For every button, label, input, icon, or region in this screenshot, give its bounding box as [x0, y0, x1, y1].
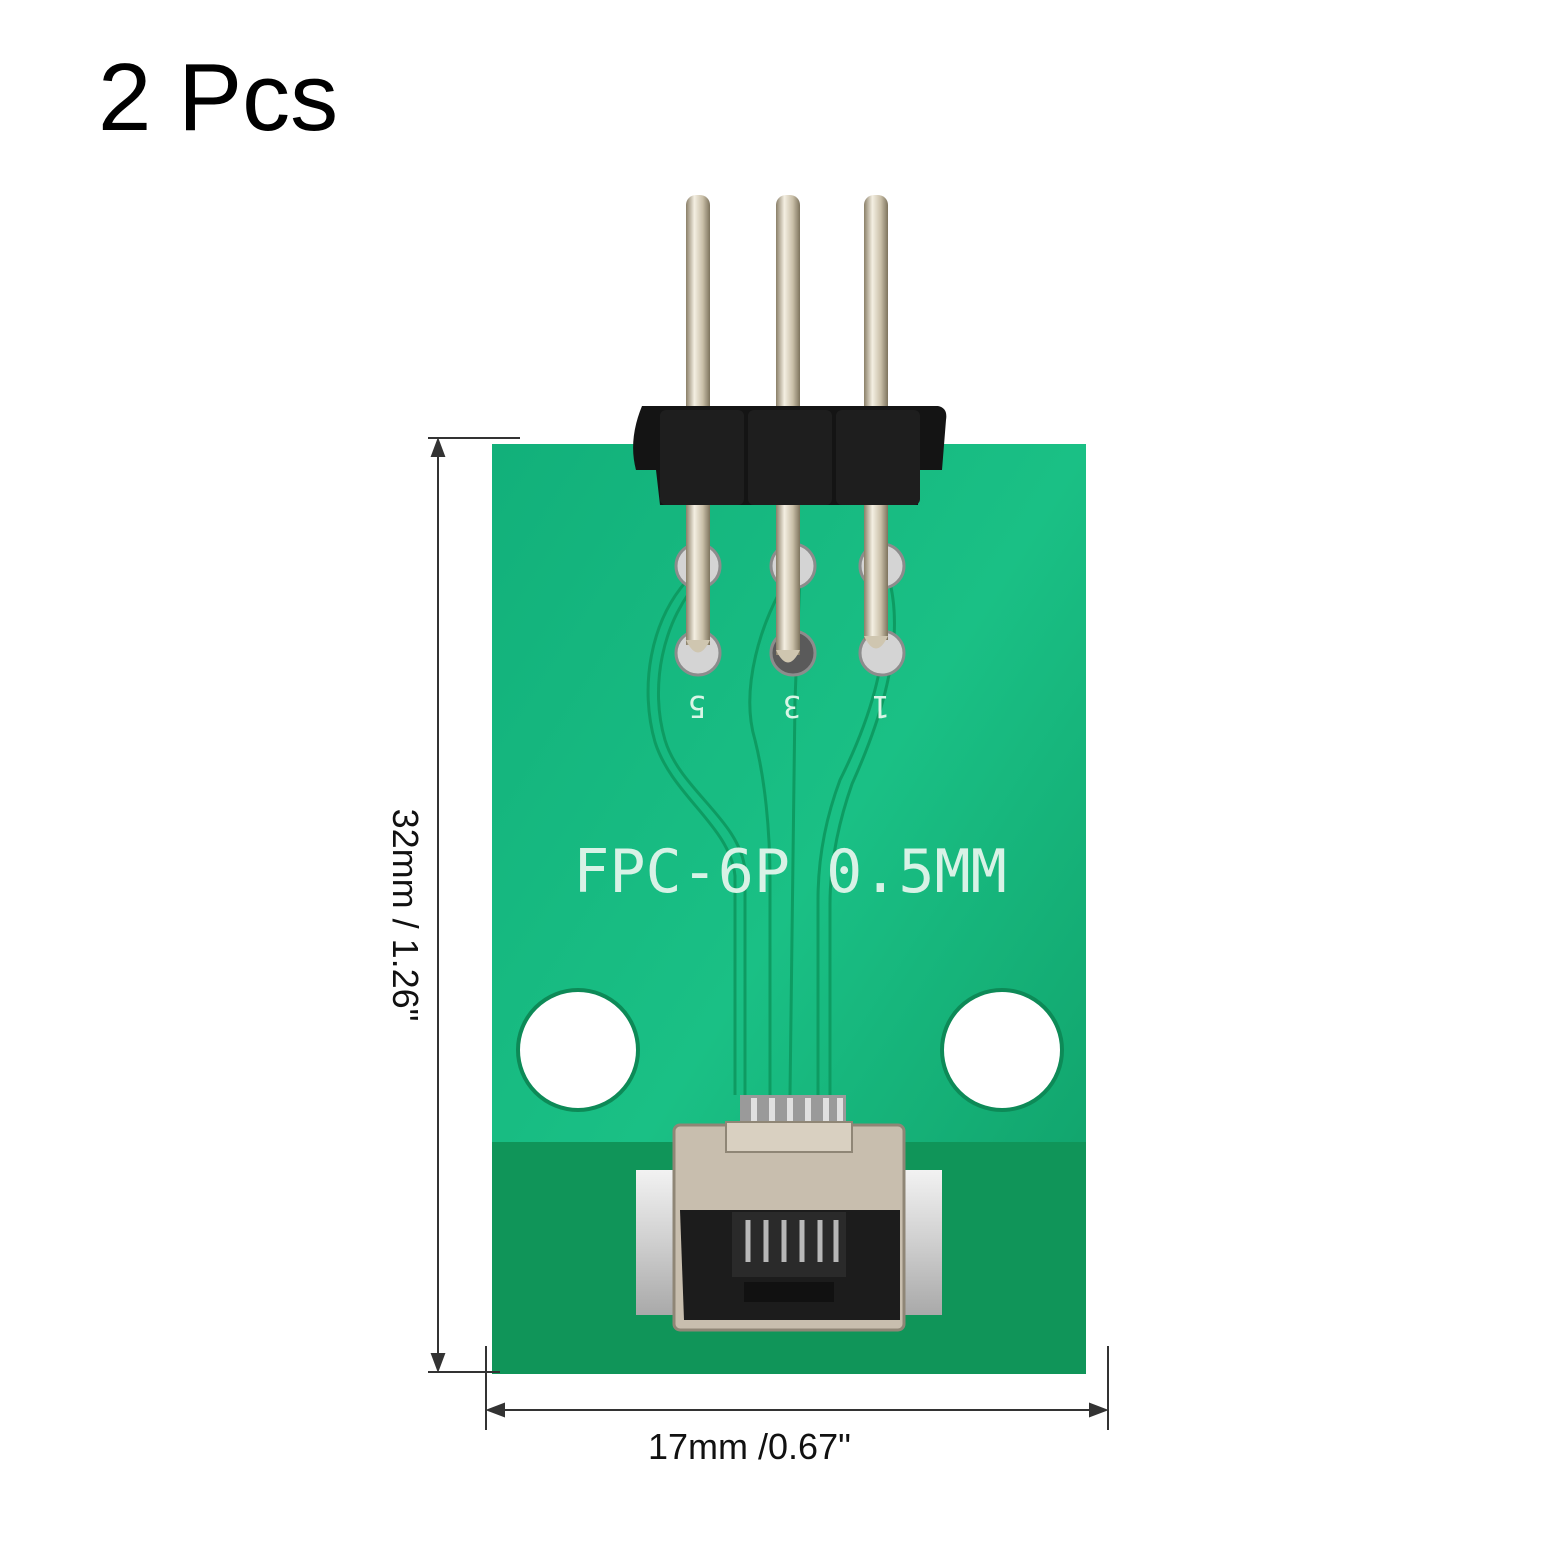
- mounting-hole-left: [516, 988, 640, 1112]
- quantity-title: 2 Pcs: [98, 44, 339, 151]
- pin-number-1: 1: [872, 688, 890, 723]
- width-dimension-label: 17mm /0.67": [648, 1426, 851, 1467]
- silkscreen-label: FPC-6P 0.5MM: [573, 837, 1006, 907]
- dimension-width: [485, 1346, 1109, 1430]
- mounting-hole-right: [940, 988, 1064, 1112]
- fpc-connector: [636, 1095, 942, 1332]
- pin-number-5: 5: [688, 688, 706, 723]
- dimension-height: [428, 437, 520, 1373]
- height-dimension-label: 32mm / 1.26": [385, 808, 426, 1022]
- pin-header-body: [633, 406, 947, 505]
- pin-number-3: 3: [783, 688, 801, 723]
